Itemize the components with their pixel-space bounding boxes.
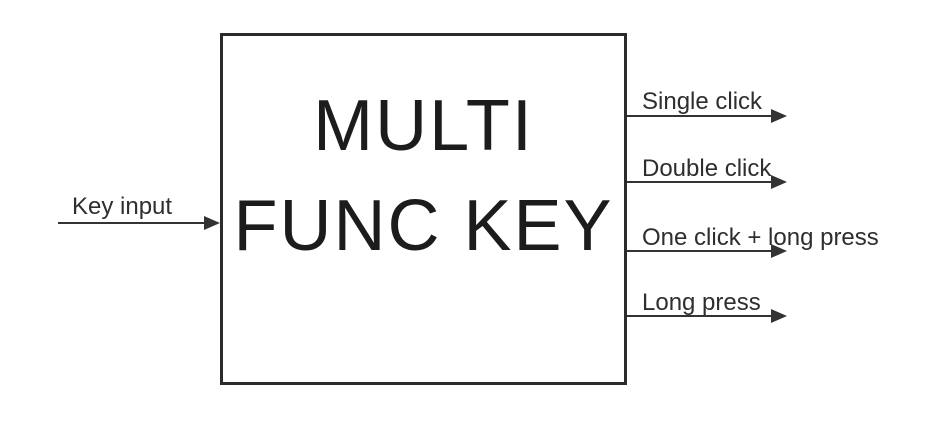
block-title-line1: MULTI xyxy=(313,86,534,166)
output-arrow-long-press xyxy=(627,308,787,324)
multi-func-key-block: MULTI FUNC KEY xyxy=(220,33,627,385)
arrow-shaft xyxy=(627,315,773,317)
output-arrow-double-click xyxy=(627,174,787,190)
key-input-label: Key input xyxy=(72,193,173,220)
output-label-double-click: Double click xyxy=(642,155,772,182)
arrowhead-icon xyxy=(771,244,787,258)
output-arrow-single-click xyxy=(627,108,787,124)
arrow-shaft xyxy=(58,222,206,224)
output-arrow-one-click-long-press xyxy=(627,243,787,259)
key-input-arrow xyxy=(58,215,220,231)
block-title: MULTI FUNC KEY xyxy=(223,76,624,276)
arrowhead-icon xyxy=(771,175,787,189)
arrowhead-icon xyxy=(204,216,220,230)
arrowhead-icon xyxy=(771,109,787,123)
arrow-shaft xyxy=(627,250,773,252)
output-label-one-click-long-press: One click + long press xyxy=(642,224,879,251)
block-title-line2: FUNC KEY xyxy=(233,186,614,266)
arrow-shaft xyxy=(627,181,773,183)
arrow-shaft xyxy=(627,115,773,117)
output-label-long-press: Long press xyxy=(642,289,761,316)
output-label-single-click: Single click xyxy=(642,88,763,115)
arrowhead-icon xyxy=(771,309,787,323)
